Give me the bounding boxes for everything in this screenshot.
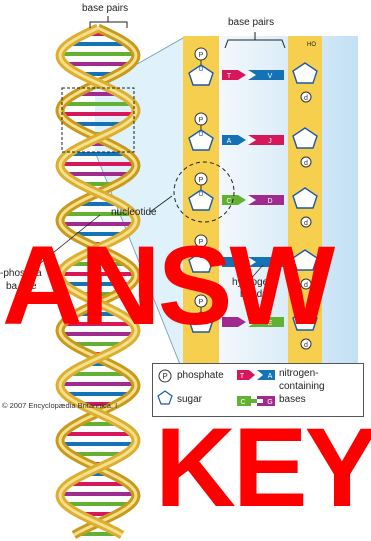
- sugar-ring: [188, 311, 214, 333]
- base-right: [248, 195, 284, 205]
- legend-a-letter: A: [268, 373, 273, 380]
- base-left-letter: A: [227, 138, 232, 145]
- ho-label: HO: [307, 42, 316, 48]
- base-left: [222, 257, 238, 267]
- deoxy-symbol: d: [304, 282, 308, 289]
- hydrogen-bonds-label-line2: bonds: [240, 289, 268, 300]
- sugar-ring: [292, 187, 318, 209]
- base-right: [248, 135, 284, 145]
- sugar-ring-oxygen: O: [199, 67, 204, 73]
- sugar-ring: [292, 127, 318, 149]
- base-right-letter: V: [268, 73, 273, 80]
- legend-c-letter: C: [240, 399, 245, 406]
- nucleotide-label: nucleotide: [111, 207, 157, 218]
- backbone-label-line1: -phospha: [0, 268, 42, 279]
- legend-bases-line3: bases: [279, 394, 306, 405]
- base-left-letter: C: [226, 198, 231, 205]
- base-right-notch: [248, 195, 256, 205]
- base-left-letter: T: [227, 73, 232, 80]
- sugar-ring-oxygen: O: [199, 192, 204, 198]
- deoxy-circle: [300, 338, 312, 350]
- sugar-ring: [188, 129, 214, 151]
- legend-g-block: [257, 396, 275, 406]
- base-left: [222, 70, 238, 80]
- backbone-label-line2: ba one: [6, 281, 37, 292]
- legend-t-block: [237, 370, 249, 380]
- deoxy-circle: [300, 278, 312, 290]
- zoom-wedge: [95, 38, 183, 372]
- zoom-box: [61, 87, 135, 153]
- phosphate-symbol: P: [199, 117, 204, 124]
- nucleotide-circle: [173, 161, 235, 223]
- legend-t-letter: T: [240, 373, 245, 380]
- helix-strand-highlight: [58, 26, 138, 537]
- base-right-letter: D: [267, 198, 272, 205]
- helix-strands: [55, 23, 141, 539]
- sugar-ring: [292, 249, 318, 271]
- phosphate-symbol: P: [199, 52, 204, 59]
- deoxy-circle: [300, 216, 312, 228]
- base-right: [248, 70, 284, 80]
- legend-graphics: P T A C G: [157, 369, 275, 406]
- deoxy-symbol: d: [304, 160, 308, 167]
- sugar-ring: [292, 309, 318, 331]
- hydrogen-bonds-label-line1: hydroge: [232, 277, 269, 288]
- deoxy-circle: [300, 91, 312, 103]
- base-left-tip: [238, 317, 246, 327]
- phosphate-icon: [158, 369, 172, 383]
- deoxy-symbol: d: [304, 95, 308, 102]
- base-left-tip: [238, 257, 246, 267]
- base-right: [248, 257, 284, 267]
- deoxy-circle: [300, 156, 312, 168]
- watermark-line2: KEY: [155, 405, 371, 530]
- legend-a-block: [257, 370, 275, 380]
- sugar-ring-oxygen: O: [199, 132, 204, 138]
- watermark-line1: ANSW: [2, 223, 335, 348]
- phosphate-symbol: P: [199, 239, 204, 246]
- legend-phosphate-symbol: P: [162, 372, 167, 381]
- sugar-ring-oxygen: O: [199, 254, 204, 260]
- sugar-icon: [157, 390, 173, 405]
- base-pairs-label-right: base pairs: [228, 17, 275, 28]
- sugar-ring: [188, 251, 214, 273]
- base-left: [222, 195, 238, 205]
- legend-sugar-label: sugar: [177, 394, 203, 405]
- base-right-notch: [248, 135, 256, 145]
- phosphate-symbol: P: [199, 299, 204, 306]
- legend-phosphate-label: phosphate: [177, 370, 224, 381]
- sugar-ring: [188, 189, 214, 211]
- deoxy-symbol: d: [304, 342, 308, 349]
- base-right-letter: J: [268, 138, 272, 145]
- base-left-tip: [238, 135, 246, 145]
- base-right-notch: [248, 317, 256, 327]
- deoxy-symbol: d: [304, 220, 308, 227]
- base-right-notch: [248, 257, 256, 267]
- legend-g-letter: G: [267, 399, 272, 406]
- legend: P T A C G phosphate sugar nitrogen- cont…: [152, 363, 364, 417]
- sugar-ring-oxygen: O: [199, 314, 204, 320]
- legend-c-block: [237, 396, 251, 406]
- legend-bases-line1: nitrogen-: [279, 368, 319, 379]
- base-left: [222, 317, 238, 327]
- helix-strand-highlight: [58, 26, 138, 537]
- base-left: [222, 135, 238, 145]
- sugar-ring: [188, 64, 214, 86]
- base-right-letter: E: [268, 320, 273, 327]
- base-left-tip: [238, 70, 246, 80]
- legend-bases-line2: containing: [279, 381, 325, 392]
- base-right: [248, 317, 284, 327]
- base-left-tip: [238, 195, 246, 205]
- phosphate-symbol: P: [199, 177, 204, 184]
- copyright: © 2007 Encyclopædia Britannica, I: [2, 401, 118, 410]
- base-right-notch: [248, 70, 256, 80]
- sugar-ring: [292, 62, 318, 84]
- base-pairs-label-left: base pairs: [82, 3, 129, 14]
